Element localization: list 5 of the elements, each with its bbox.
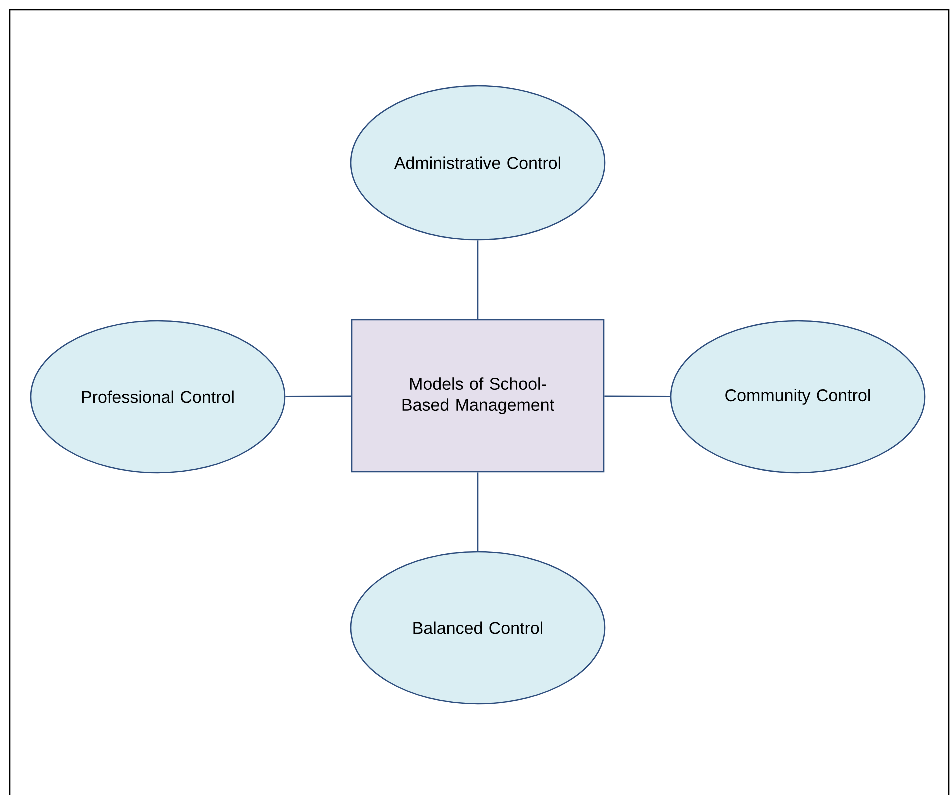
center-box: Models of School-Based Management: [351, 319, 605, 473]
connector-line: [477, 472, 479, 552]
connector-line: [286, 396, 352, 398]
connector-line: [477, 240, 479, 320]
connector-line: [604, 396, 670, 398]
